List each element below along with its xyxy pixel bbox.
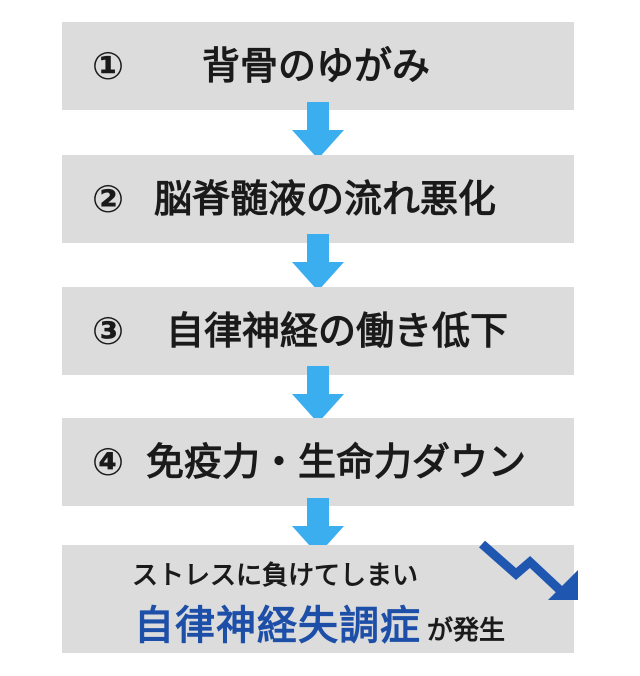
result-suffix-text: が発生 xyxy=(427,616,506,646)
down-arrow-icon xyxy=(292,234,344,291)
step-label: 免疫力・生命力ダウン xyxy=(146,440,527,484)
step-box-1: ① 背骨のゆがみ xyxy=(62,22,574,110)
down-arrow-icon xyxy=(292,366,344,423)
result-intro-text: ストレスに負けてしまい xyxy=(132,561,419,591)
result-box: ストレスに負けてしまい 自律神経失調症が発生 xyxy=(62,545,574,653)
step-box-3: ③ 自律神経の働き低下 xyxy=(62,287,574,375)
step-box-4: ④ 免疫力・生命力ダウン xyxy=(62,418,574,506)
step-number: ③ xyxy=(92,309,125,353)
step-number: ④ xyxy=(92,440,125,484)
step-label: 脳脊髄液の流れ悪化 xyxy=(154,177,497,221)
down-arrow-icon xyxy=(292,102,344,159)
result-highlight-text: 自律神経失調症 xyxy=(134,603,421,649)
step-label: 背骨のゆがみ xyxy=(202,44,431,88)
step-label: 自律神経の働き低下 xyxy=(166,309,509,353)
step-box-2: ② 脳脊髄液の流れ悪化 xyxy=(62,155,574,243)
step-number: ① xyxy=(92,44,125,88)
result-conclusion: 自律神経失調症が発生 xyxy=(134,593,505,651)
step-number: ② xyxy=(92,177,125,221)
trend-down-icon xyxy=(479,540,578,600)
down-arrow-icon xyxy=(292,498,344,555)
